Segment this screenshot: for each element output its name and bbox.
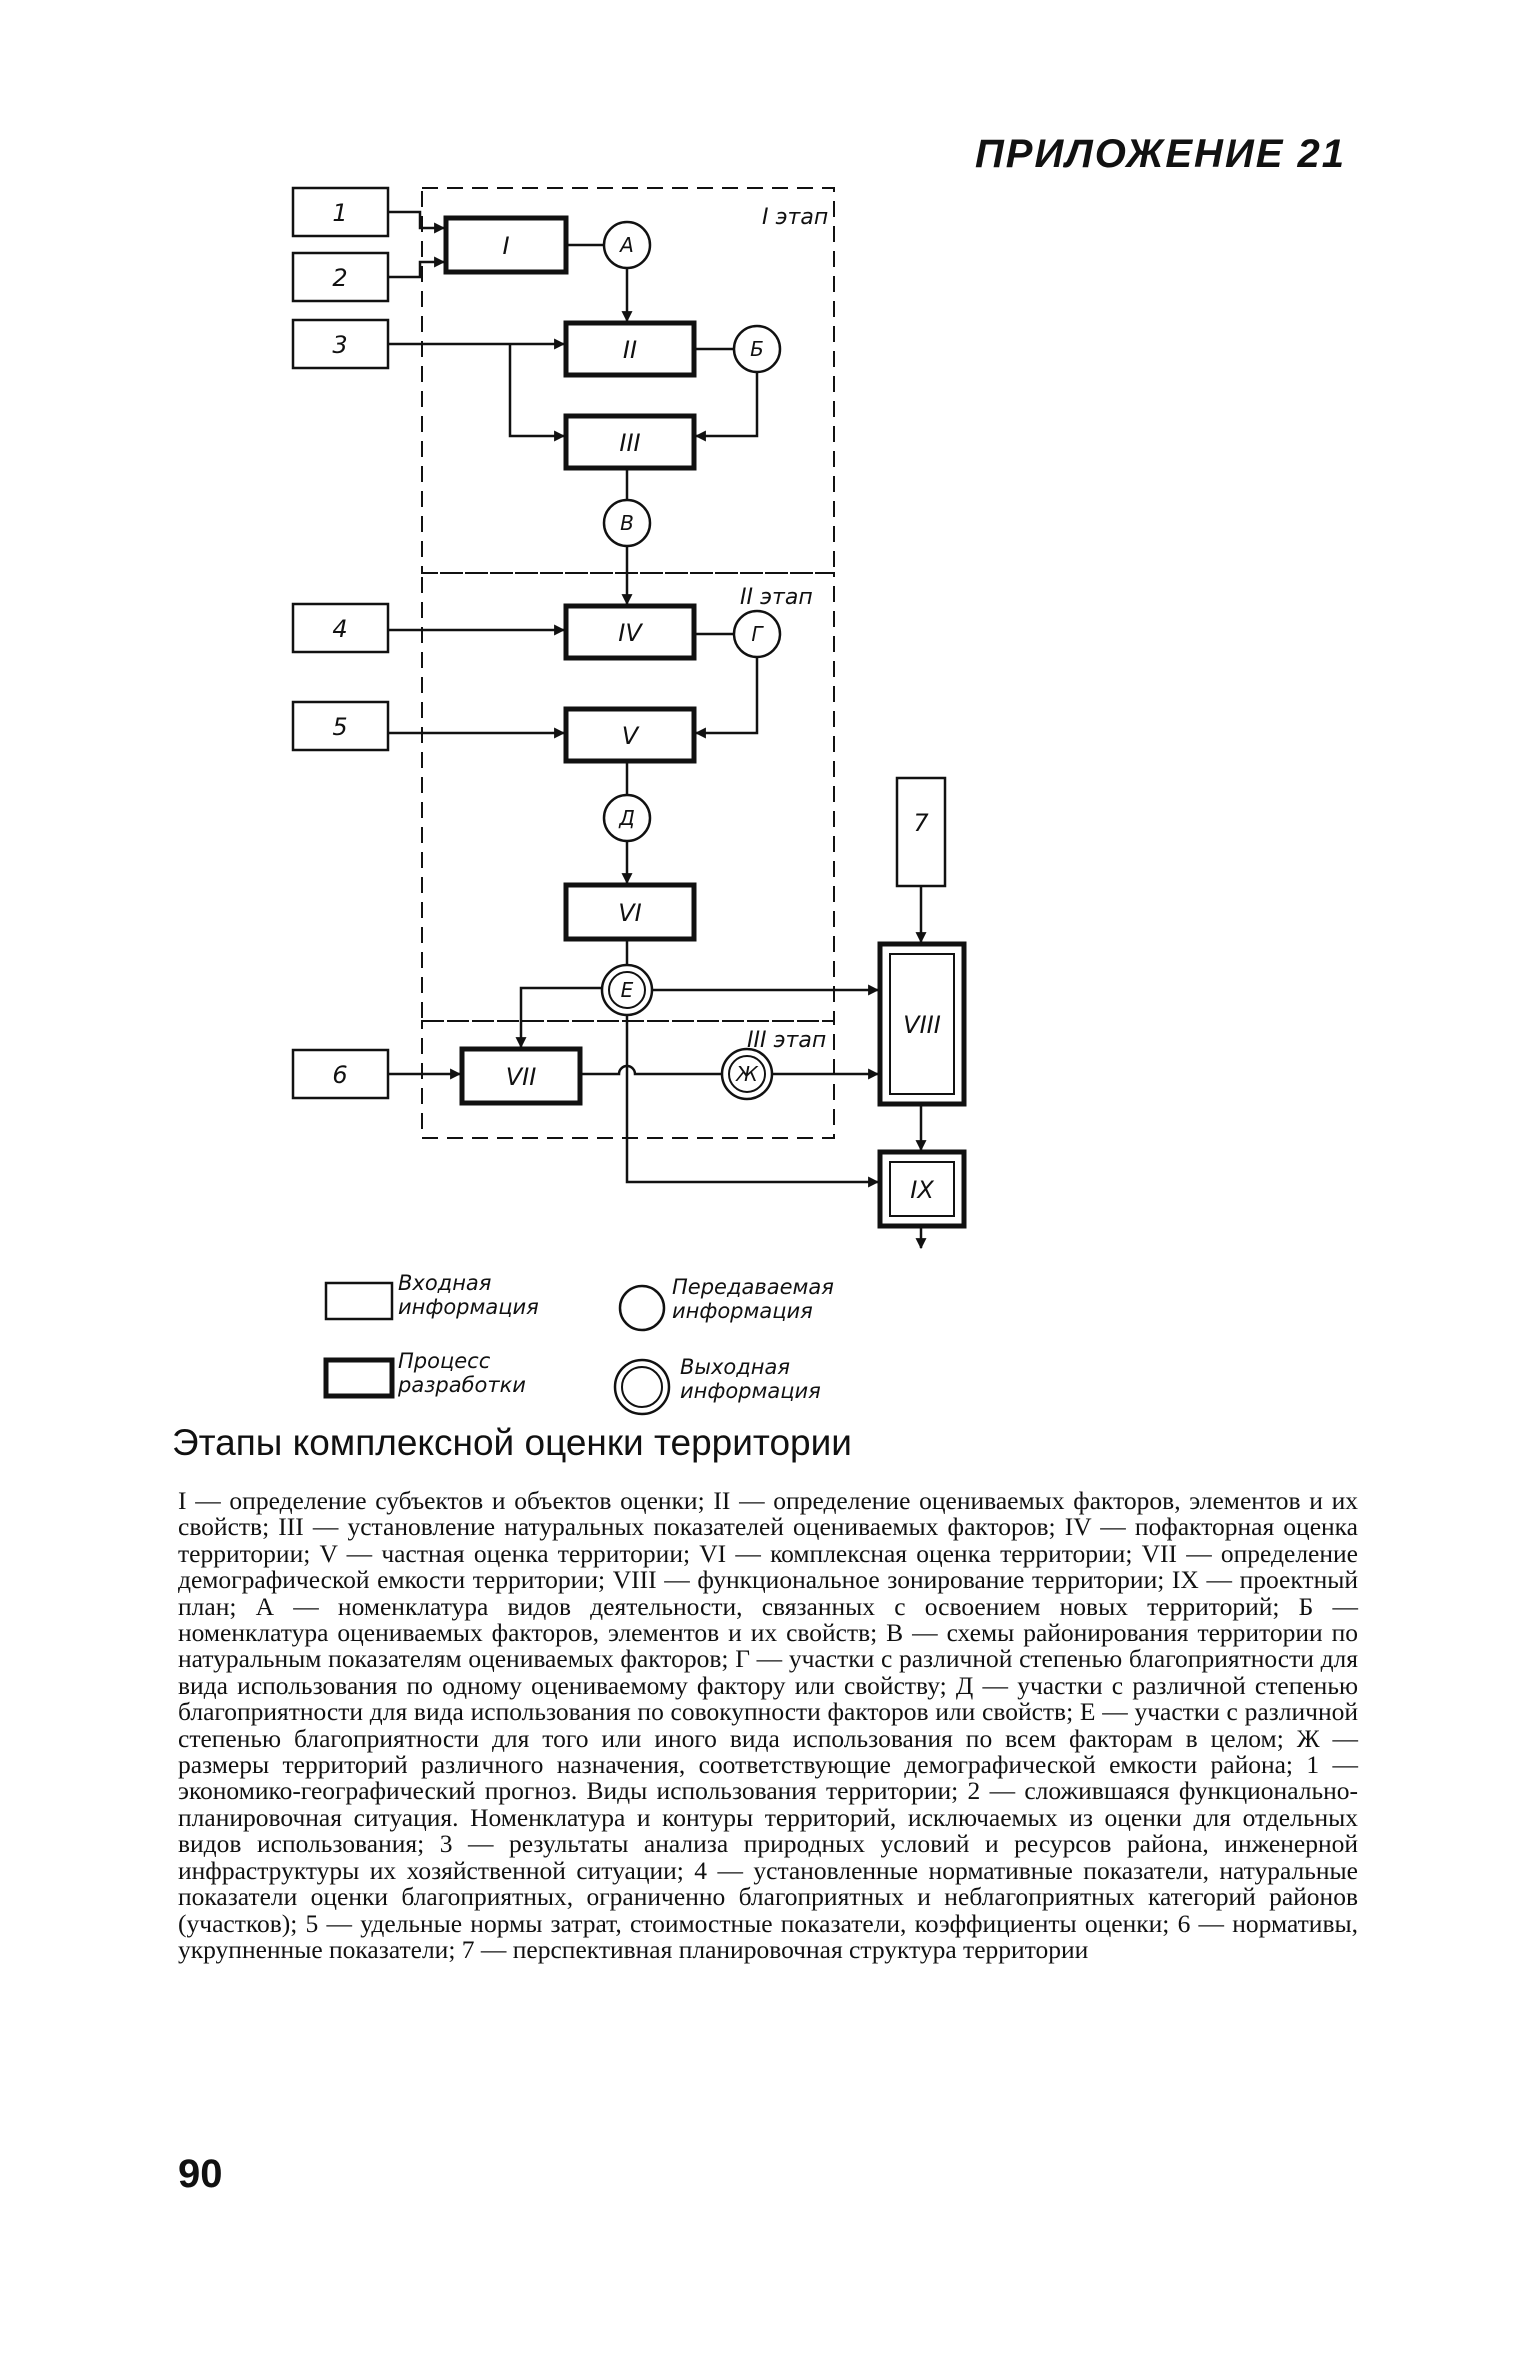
circle-D	[602, 793, 652, 843]
arrow-E-to-IX	[625, 1014, 880, 1188]
input-label-1: 1	[332, 199, 347, 227]
circle-E-inner	[608, 971, 646, 1009]
legend-text-output-1: Выходная	[680, 1355, 790, 1379]
legend-text-process-2: разработки	[397, 1373, 526, 1397]
process-label-7: VII	[506, 1063, 537, 1091]
circle-A	[602, 220, 652, 270]
input-box-7	[895, 776, 947, 888]
arrow-G-to-V	[694, 656, 759, 739]
process-box-1	[443, 215, 569, 275]
stage-label-2: II этап	[740, 585, 813, 610]
stage-label-3: III этап	[747, 1028, 826, 1053]
process-box-8-inner	[889, 953, 955, 1095]
arrow-2-to-I	[388, 256, 446, 279]
circle-label-V: В	[620, 511, 634, 535]
process-label-4: IV	[618, 619, 643, 647]
process-label-2: II	[623, 336, 637, 364]
process-label-3: III	[619, 429, 640, 457]
circle-label-ZH: Ж	[734, 1062, 759, 1086]
arrow-E-to-VII	[515, 986, 602, 1049]
circle-ZH-inner	[728, 1055, 766, 1093]
legend-thin-box	[324, 1281, 394, 1321]
input-label-4: 4	[332, 615, 347, 643]
process-label-9: IX	[910, 1176, 934, 1204]
process-box-5	[563, 706, 697, 764]
process-box-3	[563, 413, 697, 471]
legend-text-input-1: Входная	[398, 1271, 491, 1295]
legend-text-transfer-2: информация	[672, 1299, 813, 1323]
process-box-7	[459, 1046, 583, 1106]
circle-V	[602, 498, 652, 548]
process-box-4	[563, 603, 697, 661]
circle-label-D: Д	[618, 806, 635, 830]
legend-text-transfer-1: Передаваемая	[672, 1275, 834, 1299]
input-box-4	[291, 602, 390, 654]
process-box-8	[877, 941, 967, 1107]
figure-caption: Этапы комплексной оценки территории	[172, 1422, 852, 1463]
page-number: 90	[178, 2152, 223, 2196]
stage-label-1: I этап	[762, 205, 828, 230]
circle-label-B: Б	[750, 337, 764, 361]
arrow-3-to-III	[508, 344, 566, 442]
link-VII-ZH	[580, 1064, 722, 1076]
legend-circle	[618, 1284, 666, 1332]
process-box-9-inner	[889, 1161, 955, 1217]
legend-text-process-1: Процесс	[398, 1349, 491, 1373]
arrow-1-to-I	[388, 210, 446, 234]
circle-label-E: Е	[621, 978, 634, 1002]
process-box-9	[877, 1149, 967, 1229]
process-label-6: VI	[618, 899, 642, 927]
figure-explanation: I — определение субъектов и объектов оце…	[178, 1486, 1358, 1964]
circle-label-G: Г	[751, 622, 764, 646]
input-label-2: 2	[332, 264, 347, 292]
process-label-1: I	[502, 232, 509, 260]
input-box-1	[291, 186, 390, 238]
legend-text-input-2: информация	[398, 1295, 539, 1319]
legend-double-circle-inner	[621, 1366, 663, 1408]
input-label-6: 6	[332, 1061, 347, 1089]
circle-B	[732, 324, 782, 374]
process-box-2	[563, 320, 697, 378]
legend-thick-box	[323, 1357, 395, 1399]
arrow-B-to-III	[694, 371, 759, 442]
process-box-6	[563, 882, 697, 942]
input-label-5: 5	[332, 713, 347, 741]
input-box-5	[291, 700, 390, 752]
stages-flow-diagram: I этап II этап III этап 1 2 3 4 5 6 7 I	[291, 186, 967, 1416]
appendix-label: ПРИЛОЖЕНИЕ 21	[975, 132, 1346, 176]
legend-double-circle	[613, 1358, 671, 1416]
process-label-5: V	[622, 722, 640, 750]
input-box-6	[291, 1048, 390, 1100]
legend-text-output-2: информация	[680, 1379, 821, 1403]
process-label-8: VIII	[903, 1011, 941, 1039]
circle-G	[732, 609, 782, 659]
circle-label-A: А	[618, 233, 634, 257]
input-label-7: 7	[913, 809, 929, 837]
legend: Входная информация Процесс разработки Пе…	[323, 1271, 834, 1416]
input-label-3: 3	[332, 331, 347, 359]
